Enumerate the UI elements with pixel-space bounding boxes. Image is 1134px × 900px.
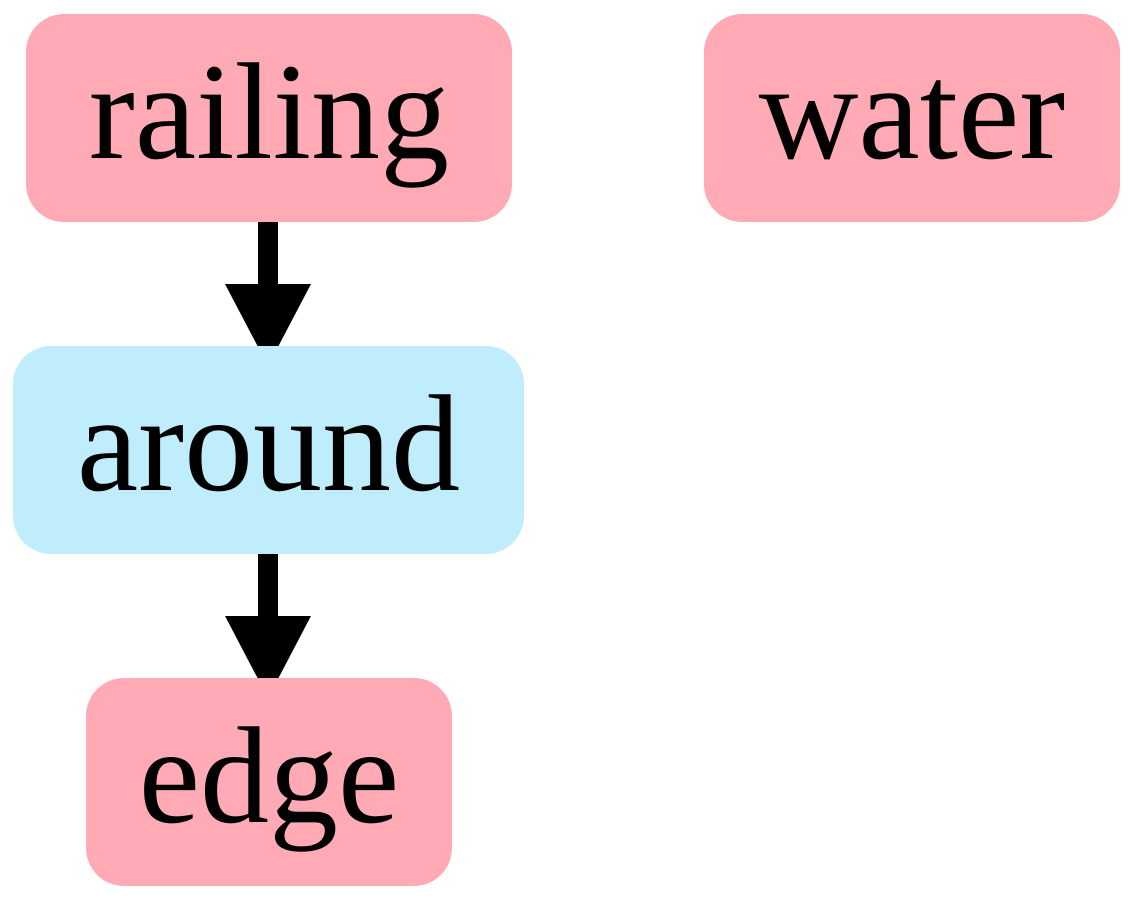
- node-water-label: water: [758, 35, 1066, 188]
- edge-railing-to-around: [225, 222, 311, 366]
- node-around-label: around: [76, 367, 461, 520]
- node-railing: railing: [26, 14, 512, 222]
- node-railing-label: railing: [88, 35, 450, 188]
- node-around: around: [13, 346, 524, 554]
- node-water: water: [704, 14, 1120, 222]
- node-edge: edge: [86, 678, 452, 886]
- edge-around-to-edge: [225, 554, 311, 698]
- edge-railing-to-around-arrowhead: [225, 284, 311, 366]
- node-edge-label: edge: [138, 699, 400, 852]
- edge-around-to-edge-arrowhead: [225, 616, 311, 698]
